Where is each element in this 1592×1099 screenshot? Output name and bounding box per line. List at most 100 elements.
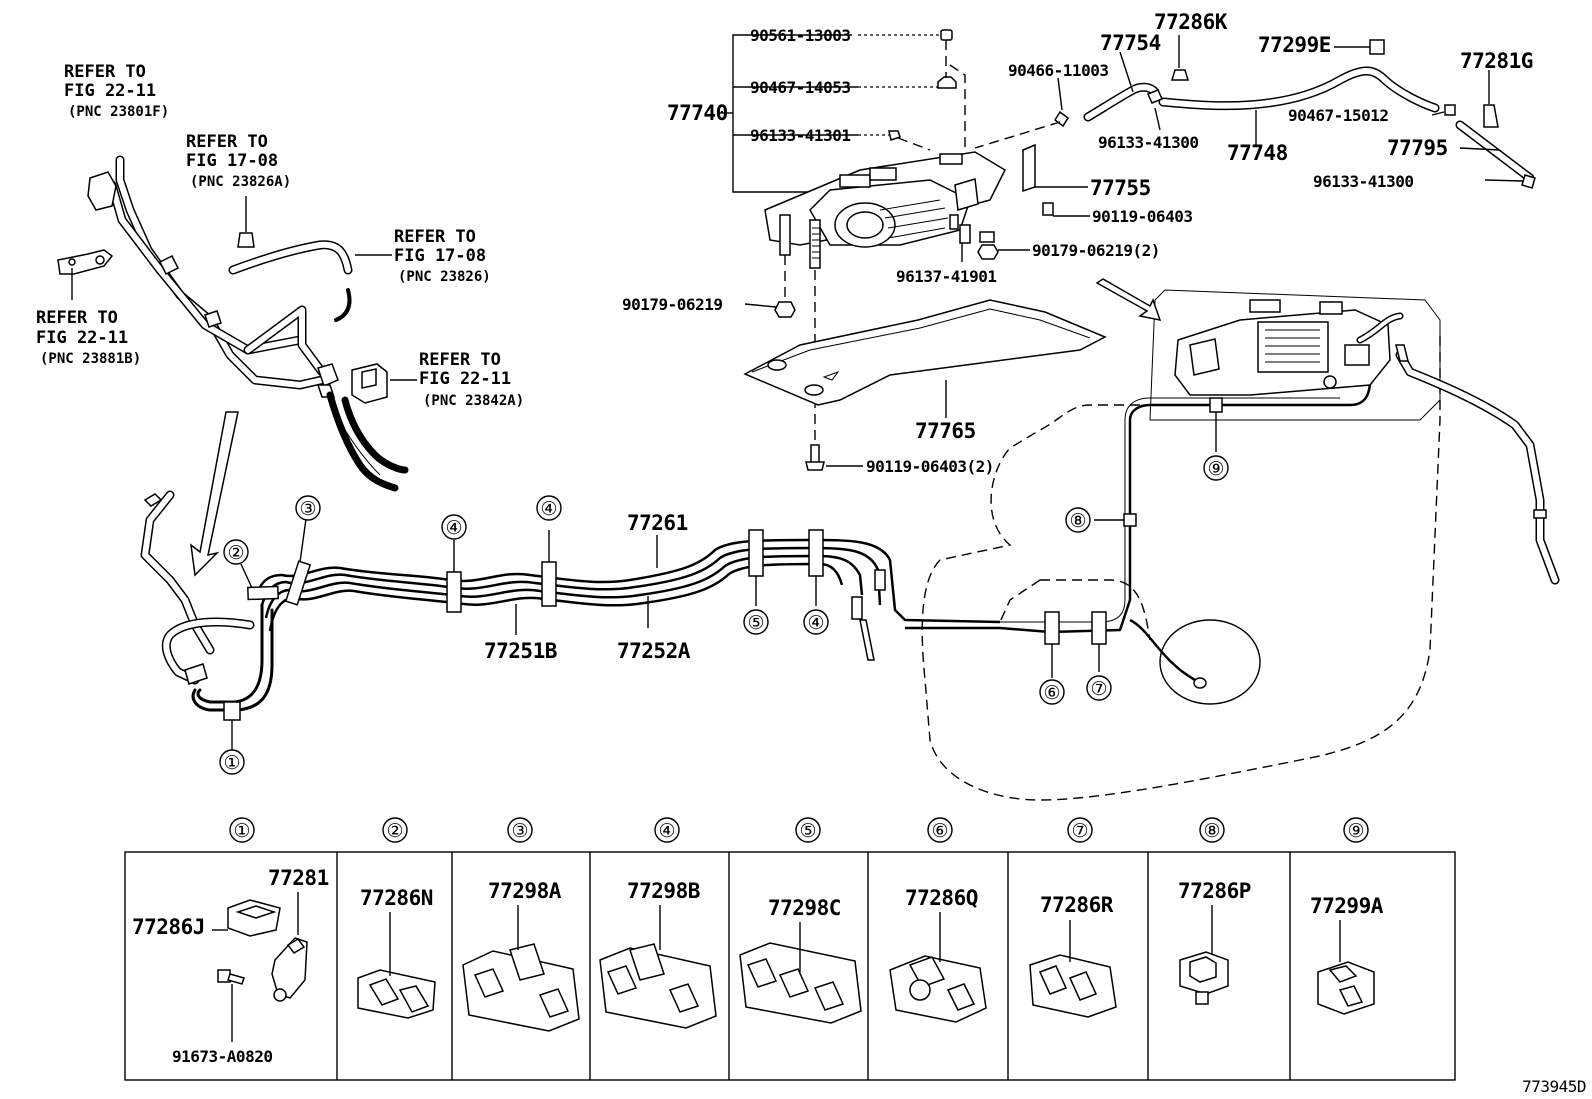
ref-4-line1: REFER TO xyxy=(36,308,118,328)
label-77261: 77261 xyxy=(627,511,688,535)
table-cell-4: 77298B xyxy=(599,879,717,1029)
label-77252a: 77252A xyxy=(617,639,691,663)
callouts: ① ② ③ ④ ④ ④ ⑤ ⑥ ⑦ ⑧ ⑨ xyxy=(219,455,1229,775)
callout-1: ① xyxy=(219,749,245,775)
label-77765: 77765 xyxy=(915,419,976,443)
svg-text:⑤: ⑤ xyxy=(799,820,816,842)
svg-text:⑤: ⑤ xyxy=(747,612,764,634)
reference-labels: REFER TO FIG 22-11 (PNC 23801F) REFER TO… xyxy=(36,62,524,409)
ref-1-line3: (PNC 23801F) xyxy=(68,104,169,120)
label-90119-06403: 90119-06403 xyxy=(1092,207,1192,226)
svg-text:⑥: ⑥ xyxy=(931,820,948,842)
callout-4b: ④ xyxy=(536,495,562,521)
label-77748: 77748 xyxy=(1227,141,1288,165)
label-77298b: 77298B xyxy=(627,879,700,903)
top-labels: 90561-13003 90467-14053 77740 96133-4130… xyxy=(622,10,1533,476)
label-90467-15012: 90467-15012 xyxy=(1288,106,1388,125)
svg-text:④: ④ xyxy=(807,612,824,634)
label-90466-11003: 90466-11003 xyxy=(1008,61,1108,80)
label-77754: 77754 xyxy=(1100,31,1161,55)
table-cell-3: 77298A xyxy=(462,879,580,1032)
label-96133-41300-b: 96133-41300 xyxy=(1313,172,1413,191)
ref-4-line3: (PNC 23881B) xyxy=(40,351,141,367)
label-96137-41901: 96137-41901 xyxy=(896,267,996,286)
table-header-9: ⑨ xyxy=(1343,817,1369,843)
svg-text:⑧: ⑧ xyxy=(1069,510,1086,532)
callout-4c: ④ xyxy=(803,609,829,635)
label-90179-06219: 90179-06219 xyxy=(622,295,722,314)
table-header-8: ⑧ xyxy=(1199,817,1225,843)
callout-8: ⑧ xyxy=(1065,507,1091,533)
ref-1-line1: REFER TO xyxy=(64,62,146,82)
callout-3: ③ xyxy=(295,495,321,521)
svg-text:⑧: ⑧ xyxy=(1203,820,1220,842)
ref-5-line1: REFER TO xyxy=(419,350,501,370)
svg-text:⑦: ⑦ xyxy=(1071,820,1088,842)
svg-text:③: ③ xyxy=(299,498,316,520)
ref-5-line3: (PNC 23842A) xyxy=(423,393,524,409)
table-header-1: ① xyxy=(229,817,255,843)
label-77281: 77281 xyxy=(268,866,329,890)
left-reference-parts xyxy=(57,155,417,577)
svg-text:⑦: ⑦ xyxy=(1090,678,1107,700)
label-77795: 77795 xyxy=(1387,136,1448,160)
table-cell-2: 77286N xyxy=(357,886,436,1019)
canister-assembly xyxy=(718,29,1536,471)
label-77740: 77740 xyxy=(667,101,728,125)
svg-text:⑥: ⑥ xyxy=(1043,682,1060,704)
table-header-6: ⑥ xyxy=(927,817,953,843)
svg-text:①: ① xyxy=(223,752,240,774)
table-header-3: ③ xyxy=(507,817,533,843)
callout-2: ② xyxy=(223,539,249,565)
callout-5: ⑤ xyxy=(743,609,769,635)
table-cell-7: 77286R xyxy=(1029,893,1117,1018)
ref-3-line1: REFER TO xyxy=(394,227,476,247)
label-77286n: 77286N xyxy=(360,886,433,910)
label-77298a: 77298A xyxy=(488,879,562,903)
table-cell-6: 77286Q xyxy=(889,886,987,1023)
label-96133-41301: 96133-41301 xyxy=(750,126,850,145)
table-cell-1: 77281 77286J 91673-A0820 xyxy=(132,866,329,1066)
callout-4a: ④ xyxy=(441,514,467,540)
table-cell-9: 77299A xyxy=(1310,894,1384,1015)
label-77298c: 77298C xyxy=(768,896,841,920)
fuel-lines xyxy=(140,278,1560,801)
label-90179-06219-2: 90179-06219(2) xyxy=(1032,241,1160,260)
ref-1-line2: FIG 22-11 xyxy=(64,81,156,101)
svg-text:①: ① xyxy=(233,820,250,842)
label-77286p: 77286P xyxy=(1178,879,1251,903)
table-header-7: ⑦ xyxy=(1067,817,1093,843)
ref-3-line3: (PNC 23826) xyxy=(398,269,491,285)
label-90467-14053: 90467-14053 xyxy=(750,78,850,97)
label-77299e: 77299E xyxy=(1258,33,1331,57)
label-77286r: 77286R xyxy=(1040,893,1114,917)
label-77251b: 77251B xyxy=(484,639,557,663)
table-header-4: ④ xyxy=(654,817,680,843)
table-cell-8: 77286P xyxy=(1178,879,1251,1005)
label-91673-a0820: 91673-A0820 xyxy=(172,1047,272,1066)
svg-text:④: ④ xyxy=(540,498,557,520)
table-header-5: ⑤ xyxy=(795,817,821,843)
label-96133-41300-a: 96133-41300 xyxy=(1098,133,1198,152)
ref-2-line3: (PNC 23826A) xyxy=(190,174,291,190)
ref-5-line2: FIG 22-11 xyxy=(419,369,511,389)
label-77281g: 77281G xyxy=(1460,49,1533,73)
svg-text:④: ④ xyxy=(445,517,462,539)
label-77755: 77755 xyxy=(1090,176,1151,200)
svg-text:④: ④ xyxy=(658,820,675,842)
svg-text:⑨: ⑨ xyxy=(1347,820,1364,842)
label-77286j: 77286J xyxy=(132,915,205,939)
callout-6: ⑥ xyxy=(1039,679,1065,705)
svg-text:②: ② xyxy=(227,542,244,564)
illustration-code: 773945D xyxy=(1522,1077,1586,1096)
ref-2-line2: FIG 17-08 xyxy=(186,151,278,171)
label-77286k: 77286K xyxy=(1154,10,1228,34)
table-cell-5: 77298C xyxy=(739,896,862,1024)
callout-9: ⑨ xyxy=(1203,455,1229,481)
table-header-2: ② xyxy=(382,817,408,843)
label-77299a: 77299A xyxy=(1310,894,1384,918)
label-77286q: 77286Q xyxy=(905,886,978,910)
svg-text:⑨: ⑨ xyxy=(1207,458,1224,480)
ref-2-line1: REFER TO xyxy=(186,132,268,152)
